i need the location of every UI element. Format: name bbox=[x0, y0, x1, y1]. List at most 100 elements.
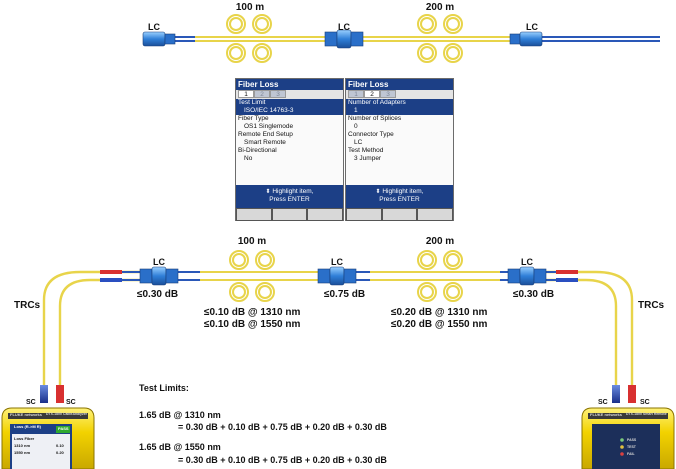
left-device-brand: FLUKE networks bbox=[10, 412, 43, 417]
spool-100m-link bbox=[229, 250, 275, 302]
link-spool-label-2: 200 m bbox=[425, 236, 455, 247]
tab-2[interactable]: 2 bbox=[364, 90, 380, 98]
setting-label: Test Limit bbox=[238, 99, 266, 106]
test-limit-1550-total: 1.65 dB @ 1550 nm bbox=[139, 442, 221, 452]
lc-connector-top-3 bbox=[509, 31, 543, 47]
setting-row[interactable]: Test Limit ISO/IEC 14763-3 bbox=[236, 99, 343, 115]
spool2-loss-1550: ≤0.20 dB @ 1550 nm bbox=[391, 319, 488, 330]
right-device-led-1: PASS bbox=[627, 438, 637, 442]
softkey-bar bbox=[346, 208, 454, 221]
setting-value: No bbox=[244, 155, 253, 162]
setting-value: Smart Remote bbox=[244, 139, 286, 146]
panel-title: Fiber Loss bbox=[236, 79, 343, 90]
tab-3[interactable]: 3 bbox=[270, 90, 286, 98]
spool-200m-link bbox=[417, 250, 463, 302]
spool-100m-top bbox=[226, 14, 272, 63]
left-device-value-2: 0.20 bbox=[56, 450, 64, 455]
setting-label: Fiber Type bbox=[238, 115, 269, 122]
left-device-value-1: 0.10 bbox=[56, 443, 64, 448]
softkey-2[interactable] bbox=[381, 208, 418, 221]
top-connector-label-3: LC bbox=[526, 22, 538, 32]
sc-label-2: SC bbox=[66, 399, 76, 406]
link-connector-label-3: LC bbox=[521, 257, 533, 267]
lc-connector-top-1 bbox=[142, 31, 176, 47]
connector-loss-3: ≤0.30 dB bbox=[513, 289, 555, 300]
top-connector-label-2: LC bbox=[338, 22, 350, 32]
fiber-loss-panel-2: Fiber Loss 1 2 3 Number of Adapters 1 Nu… bbox=[345, 78, 454, 221]
setting-row[interactable]: Number of Adapters 1 bbox=[346, 99, 453, 115]
trc-label-left: TRCs bbox=[14, 300, 41, 311]
connector-loss-2: ≤0.75 dB bbox=[324, 289, 366, 300]
sc-boot-right-blue bbox=[612, 385, 620, 403]
setting-row[interactable]: Bi-Directional No bbox=[236, 147, 343, 163]
setting-value: 0 bbox=[354, 123, 358, 130]
fiber-loss-panel-1: Fiber Loss 1 2 3 Test Limit ISO/IEC 1476… bbox=[235, 78, 344, 221]
footer-line-1: Highlight item, bbox=[382, 188, 424, 195]
panel-body: Test Limit ISO/IEC 14763-3 Fiber Type OS… bbox=[236, 99, 343, 185]
footer-line-2: Press ENTER bbox=[379, 196, 420, 203]
lc-connector-link-3 bbox=[507, 266, 547, 286]
panel-tabs: 1 2 3 bbox=[236, 90, 343, 98]
footer-line-1: Highlight item, bbox=[272, 188, 314, 195]
tab-2[interactable]: 2 bbox=[254, 90, 270, 98]
test-limit-1550-sum: = 0.30 dB + 0.10 dB + 0.75 dB + 0.20 dB … bbox=[178, 455, 387, 465]
sc-boot-right-red bbox=[628, 385, 636, 403]
softkey-1[interactable] bbox=[236, 208, 272, 221]
sc-label-1: SC bbox=[26, 399, 36, 406]
softkey-bar bbox=[236, 208, 344, 221]
setting-row[interactable]: Remote End Setup Smart Remote bbox=[236, 131, 343, 147]
softkey-3[interactable] bbox=[417, 208, 454, 221]
panel-footer: ⬍ Highlight item, Press ENTER bbox=[236, 185, 343, 208]
tab-1[interactable]: 1 bbox=[348, 90, 364, 98]
left-device-model: DTX-1800 CableAnalyzer bbox=[46, 412, 88, 416]
remote-device bbox=[581, 407, 675, 469]
spool2-loss-1310: ≤0.20 dB @ 1310 nm bbox=[391, 307, 488, 318]
setting-row[interactable]: Test Method 3 Jumper bbox=[346, 147, 453, 163]
setting-label: Number of Adapters bbox=[348, 99, 406, 106]
setting-label: Remote End Setup bbox=[238, 131, 293, 138]
left-device-row-2: 1310 nm bbox=[14, 443, 31, 448]
top-link bbox=[142, 14, 660, 63]
setting-label: Test Method bbox=[348, 147, 384, 154]
tab-1[interactable]: 1 bbox=[238, 90, 254, 98]
test-limits-heading: Test Limits: bbox=[139, 383, 189, 393]
top-spool-label-1: 100 m bbox=[235, 2, 265, 13]
footer-line-2: Press ENTER bbox=[269, 196, 310, 203]
panel-footer: ⬍ Highlight item, Press ENTER bbox=[346, 185, 453, 208]
softkey-3[interactable] bbox=[307, 208, 344, 221]
sc-label-4: SC bbox=[640, 399, 650, 406]
sc-label-3: SC bbox=[598, 399, 608, 406]
lc-connector-link-1 bbox=[139, 266, 179, 286]
left-device-status: PASS bbox=[58, 426, 69, 431]
setting-row[interactable]: Connector Type LC bbox=[346, 131, 453, 147]
lc-connector-top-2 bbox=[324, 29, 364, 49]
top-connector-label-1: LC bbox=[148, 22, 160, 32]
test-link bbox=[40, 250, 636, 403]
softkey-1[interactable] bbox=[346, 208, 382, 221]
link-spool-label-1: 100 m bbox=[237, 236, 267, 247]
link-connector-label-2: LC bbox=[331, 257, 343, 267]
panel-body: Number of Adapters 1 Number of Splices 0… bbox=[346, 99, 453, 185]
left-device-row-3: 1550 nm bbox=[14, 450, 31, 455]
setting-label: Connector Type bbox=[348, 131, 394, 138]
setting-value: 1 bbox=[354, 107, 358, 114]
right-device-model: DTX-1800 Smart Remote bbox=[626, 412, 667, 416]
top-spool-label-2: 200 m bbox=[425, 2, 455, 13]
softkey-2[interactable] bbox=[271, 208, 308, 221]
lc-connector-link-2 bbox=[317, 266, 357, 286]
connector-loss-1: ≤0.30 dB bbox=[137, 289, 179, 300]
setting-value: ISO/IEC 14763-3 bbox=[244, 107, 294, 114]
setting-row[interactable]: Fiber Type OS1 Singlemode bbox=[236, 115, 343, 131]
up-down-arrows-icon: ⬍ bbox=[265, 189, 271, 195]
sc-boot-left-blue bbox=[40, 385, 48, 403]
link-connector-label-1: LC bbox=[153, 257, 165, 267]
right-device-led-3: FAIL bbox=[627, 452, 635, 456]
up-down-arrows-icon: ⬍ bbox=[375, 189, 381, 195]
test-limit-1310-sum: = 0.30 dB + 0.10 dB + 0.75 dB + 0.20 dB … bbox=[178, 422, 387, 432]
tab-3[interactable]: 3 bbox=[380, 90, 396, 98]
spool-200m-top bbox=[417, 14, 463, 63]
setting-row[interactable]: Number of Splices 0 bbox=[346, 115, 453, 131]
left-device-screen-title: Loss (R->M R) bbox=[14, 424, 41, 429]
right-device-brand: FLUKE networks bbox=[590, 412, 623, 417]
